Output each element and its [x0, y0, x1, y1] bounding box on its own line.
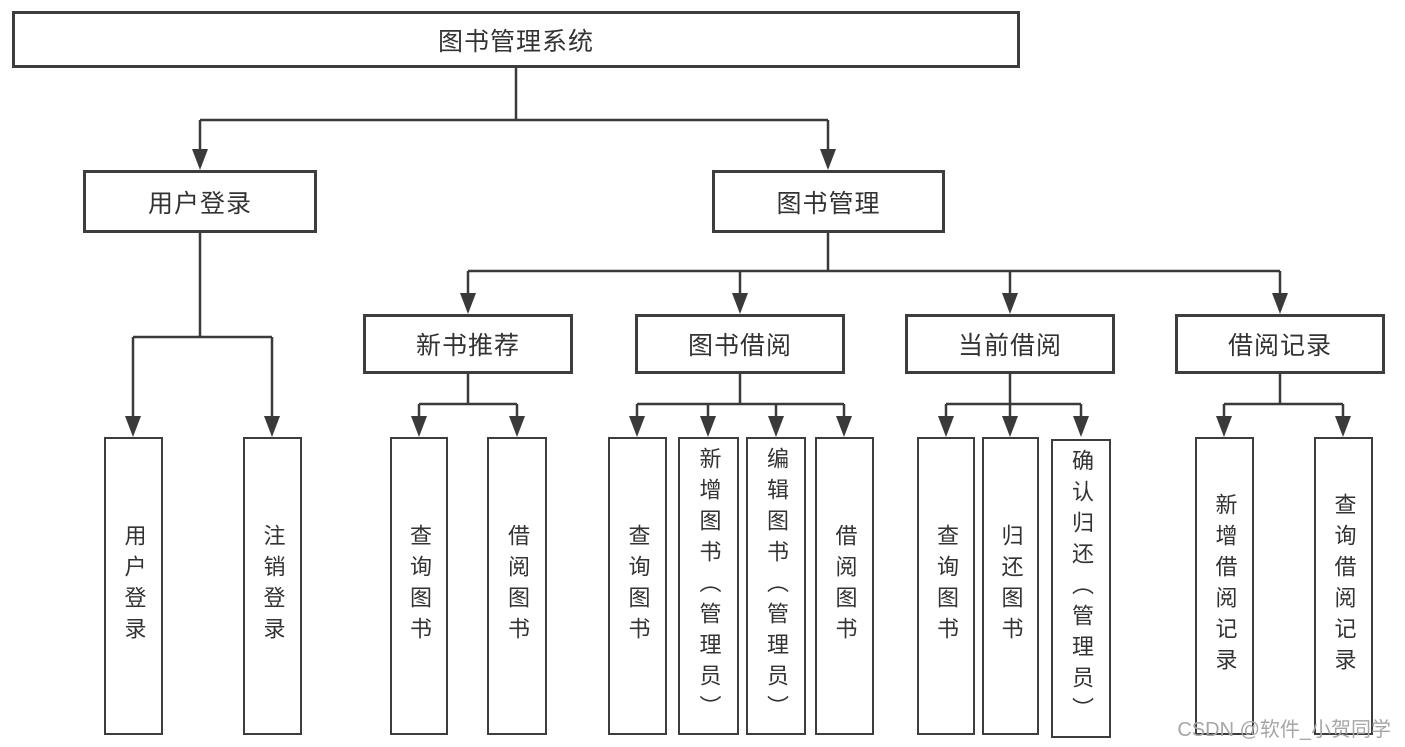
node-user-login: 用户登录	[83, 170, 317, 233]
leaf-recommend-query-book: 查询图书	[390, 437, 448, 735]
arrowhead	[411, 416, 427, 437]
leaf-record-query-record: 查询借阅记录	[1314, 437, 1373, 735]
arrowhead	[938, 416, 954, 437]
leaf-borrow-query-book: 查询图书	[608, 437, 667, 735]
connector-user-login-to-leaves	[125, 233, 280, 437]
node-label: 新增图书（管理员）	[696, 446, 722, 726]
arrowhead	[192, 149, 208, 170]
arrowhead	[732, 293, 748, 314]
arrowhead	[460, 293, 476, 314]
leaf-record-add-record: 新增借阅记录	[1195, 437, 1254, 735]
connector-book-management-to-level3	[460, 233, 1288, 314]
node-label: 图书管理	[776, 189, 881, 218]
node-label: 确认归还（管理员）	[1069, 449, 1094, 728]
node-label: 归还图书	[998, 524, 1024, 648]
node-root-library-system: 图书管理系统	[12, 11, 1020, 68]
leaf-user-login: 用户登录	[104, 437, 163, 735]
arrowhead	[264, 416, 280, 437]
arrowhead	[1073, 416, 1089, 437]
node-book-borrow: 图书借阅	[635, 314, 845, 374]
node-label: 借阅记录	[1227, 332, 1332, 360]
node-label: 图书管理系统	[437, 27, 594, 56]
leaf-recommend-borrow-book: 借阅图书	[487, 437, 547, 735]
node-label: 查询图书	[625, 524, 651, 648]
node-label: 用户登录	[121, 524, 147, 648]
node-book-management: 图书管理	[712, 170, 945, 233]
node-label: 借阅图书	[832, 524, 858, 648]
arrowhead	[629, 416, 645, 437]
leaf-borrow-borrow-book: 借阅图书	[815, 437, 874, 735]
node-label: 图书借阅	[687, 332, 792, 360]
arrowhead	[836, 416, 852, 437]
arrowhead	[1002, 416, 1018, 437]
node-label: 用户登录	[147, 189, 252, 218]
connector-recommend-to-leaves	[411, 374, 525, 437]
node-label: 借阅图书	[505, 524, 530, 648]
leaf-borrow-edit-book-admin: 编辑图书（管理员）	[746, 437, 806, 735]
arrowhead	[1335, 416, 1351, 437]
arrowhead	[125, 416, 141, 437]
node-label: 查询图书	[407, 524, 432, 648]
csdn-watermark: CSDN @软件_小贺同学	[1177, 719, 1391, 741]
node-current-borrow: 当前借阅	[905, 314, 1115, 374]
arrowhead	[768, 416, 784, 437]
leaf-current-confirm-return-admin: 确认归还（管理员）	[1051, 439, 1111, 738]
leaf-borrow-add-book-admin: 新增图书（管理员）	[678, 437, 739, 735]
connector-current-to-leaves	[938, 374, 1089, 437]
connector-record-to-leaves	[1216, 374, 1351, 437]
leaf-current-query-book: 查询图书	[917, 437, 975, 735]
arrowhead	[700, 416, 716, 437]
leaf-logout: 注销登录	[243, 437, 302, 735]
arrowhead	[1002, 293, 1018, 314]
node-borrow-record: 借阅记录	[1175, 314, 1385, 374]
arrowhead	[820, 149, 836, 170]
node-label: 查询图书	[934, 524, 959, 648]
connector-borrow-to-leaves	[629, 374, 852, 437]
node-label: 新增借阅记录	[1212, 493, 1238, 679]
node-label: 编辑图书（管理员）	[764, 446, 789, 726]
node-label: 新书推荐	[415, 332, 520, 360]
node-label: 当前借阅	[957, 332, 1062, 360]
node-label: 查询借阅记录	[1331, 493, 1357, 679]
arrowhead	[1272, 293, 1288, 314]
arrowhead	[1216, 416, 1232, 437]
connector-root-to-level2	[192, 68, 836, 170]
node-label: 注销登录	[260, 524, 286, 648]
arrowhead	[509, 416, 525, 437]
node-new-book-recommend: 新书推荐	[363, 314, 573, 374]
leaf-current-return-book: 归还图书	[982, 437, 1039, 735]
